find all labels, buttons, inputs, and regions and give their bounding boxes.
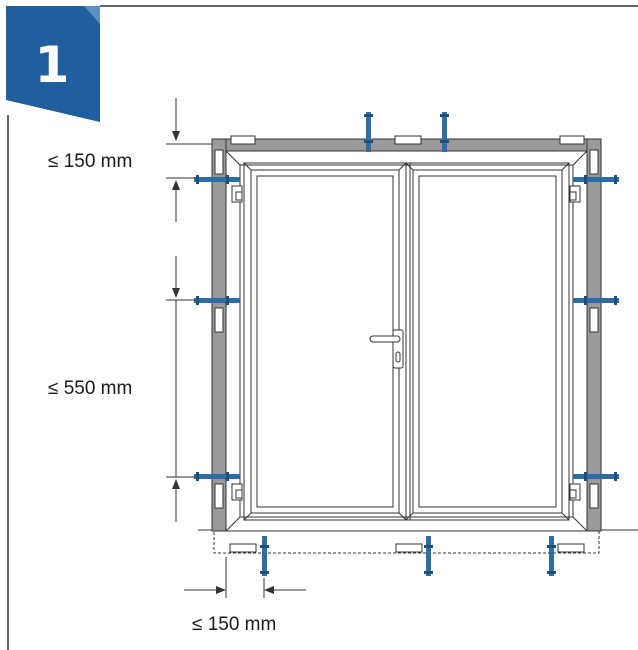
- outer-frame: [211, 138, 602, 532]
- hinges: [231, 185, 581, 501]
- anchor-icon-bottom-right: [547, 536, 556, 576]
- anchor-icon-left-top: [194, 175, 240, 184]
- anchor-icon-left-middle: [194, 296, 240, 305]
- door-handle: [369, 329, 404, 369]
- right-sash: [405, 162, 570, 521]
- dimension-arrow-icon-top: [166, 98, 212, 222]
- anchor-icon-top-right: [440, 112, 449, 152]
- anchor-icon-top-left: [364, 112, 373, 152]
- frame-blocks: [214, 135, 599, 553]
- dimension-label-spacing: ≤ 550 mm: [48, 378, 132, 399]
- anchor-icon-bottom-middle: [424, 536, 433, 576]
- dimension-arrow-icon-spacing: [166, 256, 195, 522]
- anchor-icon-right-bottom: [573, 472, 619, 481]
- dimension-label-top: ≤ 150 mm: [48, 151, 132, 172]
- dimension-label-bottom: ≤ 150 mm: [192, 614, 276, 635]
- dimension-arrow-icon-bottom: [184, 557, 306, 598]
- step-badge: 1: [6, 6, 100, 122]
- anchor-icon-bottom-left: [260, 536, 269, 576]
- step-number: 1: [35, 36, 70, 94]
- anchor-icon-left-bottom: [194, 472, 240, 481]
- frame-anchors: [194, 112, 619, 576]
- anchor-icon-right-top: [573, 175, 619, 184]
- anchor-icon-right-middle: [573, 296, 619, 305]
